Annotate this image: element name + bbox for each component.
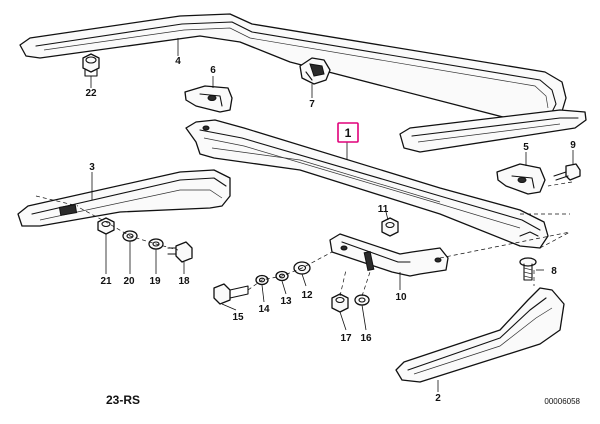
assembly-line-bracket xyxy=(439,231,571,259)
part-15-bolt[interactable] xyxy=(213,283,249,305)
assembly-line-left xyxy=(79,207,179,251)
part-4-frame-seal[interactable] xyxy=(19,13,587,153)
part-labels: 1 2 3 4 5 6 7 8 9 10 11 12 13 14 15 16 1… xyxy=(85,56,576,404)
part-7-clip[interactable] xyxy=(299,57,331,85)
model-code: 23-RS xyxy=(106,393,140,407)
label-part-22: 22 xyxy=(85,88,97,99)
label-part-21: 21 xyxy=(100,276,112,287)
label-part-6: 6 xyxy=(210,65,216,76)
leader-lines xyxy=(90,38,574,392)
assembly-line-lower xyxy=(339,269,371,297)
part-3-left-trim[interactable] xyxy=(17,169,231,227)
part-6-bracket[interactable] xyxy=(184,85,233,113)
part-9-bolt[interactable] xyxy=(553,163,581,181)
part-8-screw[interactable] xyxy=(519,257,537,281)
label-part-14: 14 xyxy=(258,304,270,315)
label-part-11: 11 xyxy=(378,204,389,215)
label-part-12: 12 xyxy=(301,290,313,301)
part-18-bolt[interactable] xyxy=(167,241,193,263)
label-part-15: 15 xyxy=(232,312,244,323)
label-part-2: 2 xyxy=(435,393,441,404)
label-part-7: 7 xyxy=(309,99,315,110)
part-1-roof-rail[interactable] xyxy=(185,119,549,249)
drawing-number: 00006058 xyxy=(544,397,580,406)
label-part-19: 19 xyxy=(149,276,161,287)
label-part-13: 13 xyxy=(280,296,292,307)
label-part-5: 5 xyxy=(523,142,529,153)
label-part-8: 8 xyxy=(551,266,557,277)
part-2-lower-trim[interactable] xyxy=(395,287,565,383)
part-22-nut[interactable] xyxy=(82,53,100,77)
part-21-nut[interactable] xyxy=(97,217,115,235)
label-part-17: 17 xyxy=(340,333,352,344)
label-part-3: 3 xyxy=(89,162,95,173)
part-14-washer[interactable] xyxy=(255,274,269,286)
label-part-20: 20 xyxy=(123,276,135,287)
label-part-4: 4 xyxy=(175,56,181,67)
label-part-1: 1 xyxy=(345,126,352,140)
assembly-line-middle xyxy=(247,251,333,291)
part-16-washer[interactable] xyxy=(354,294,370,306)
part-17-nut[interactable] xyxy=(331,293,349,313)
part-11-nut[interactable] xyxy=(381,217,399,237)
assembly-line-right xyxy=(520,181,573,286)
label-part-16: 16 xyxy=(360,333,372,344)
part-5-bracket[interactable] xyxy=(496,163,546,195)
label-part-10: 10 xyxy=(395,292,407,303)
highlight-box-part-1 xyxy=(337,122,359,143)
label-part-9: 9 xyxy=(570,140,576,151)
label-part-18: 18 xyxy=(178,276,190,287)
part-10-mount-bracket[interactable] xyxy=(329,233,449,277)
